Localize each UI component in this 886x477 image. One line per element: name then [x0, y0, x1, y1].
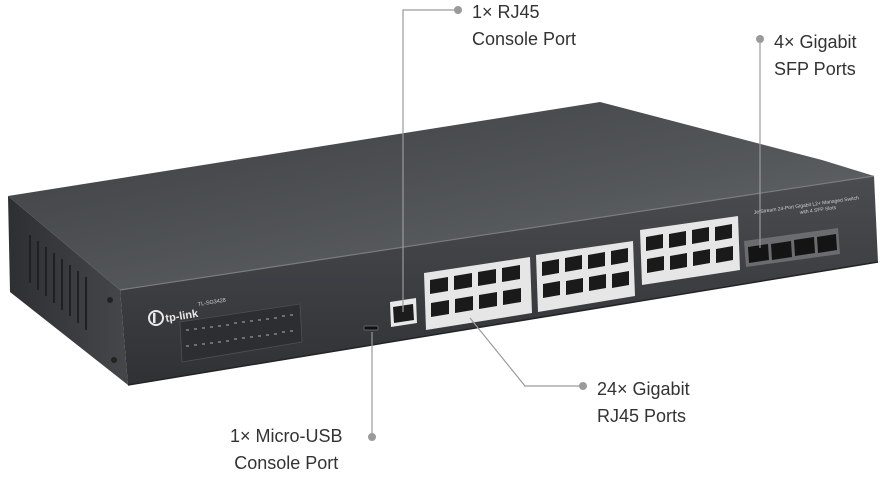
gigabit-rj45-port-block-2 — [536, 241, 635, 312]
sfp-port-block — [744, 228, 840, 267]
gigabit-rj45-port-block-3 — [640, 216, 740, 285]
led-panel — [179, 303, 303, 363]
vent-grille — [29, 235, 87, 330]
callout-sfp-line1: 4× Gigabit — [774, 32, 857, 52]
callout-rj45-console: 1× RJ45 Console Port — [472, 0, 576, 53]
callout-lines — [371, 9, 761, 436]
callout-gig-line1: 24× Gigabit — [597, 379, 690, 399]
callout-gig-line2: RJ45 Ports — [597, 406, 687, 426]
callout-dots — [368, 6, 764, 441]
callout-micro-usb: 1× Micro-USB Console Port — [230, 423, 343, 477]
gigabit-rj45-port-block-1 — [424, 257, 532, 330]
callout-sfp-ports: 4× Gigabit SFP Ports — [774, 29, 857, 83]
rj45-console-port — [390, 298, 417, 327]
callout-sfp-line2: SFP Ports — [774, 59, 856, 79]
callout-usb-line2: Console Port — [234, 453, 339, 473]
front-label-line2: with 4 SFP Slots — [799, 205, 837, 216]
screw-icon — [107, 297, 113, 303]
switch-top-panel — [8, 102, 874, 290]
callout-usb-line1: 1× Micro-USB — [230, 426, 343, 446]
micro-usb-console-port — [363, 325, 379, 331]
callout-gigabit-rj45: 24× Gigabit RJ45 Ports — [597, 376, 690, 430]
callout-rj45-line1: 1× RJ45 — [472, 2, 540, 22]
screw-icon — [111, 357, 117, 363]
model-label: TL-SG3428 — [197, 298, 226, 308]
callout-rj45-line2: Console Port — [472, 29, 577, 49]
